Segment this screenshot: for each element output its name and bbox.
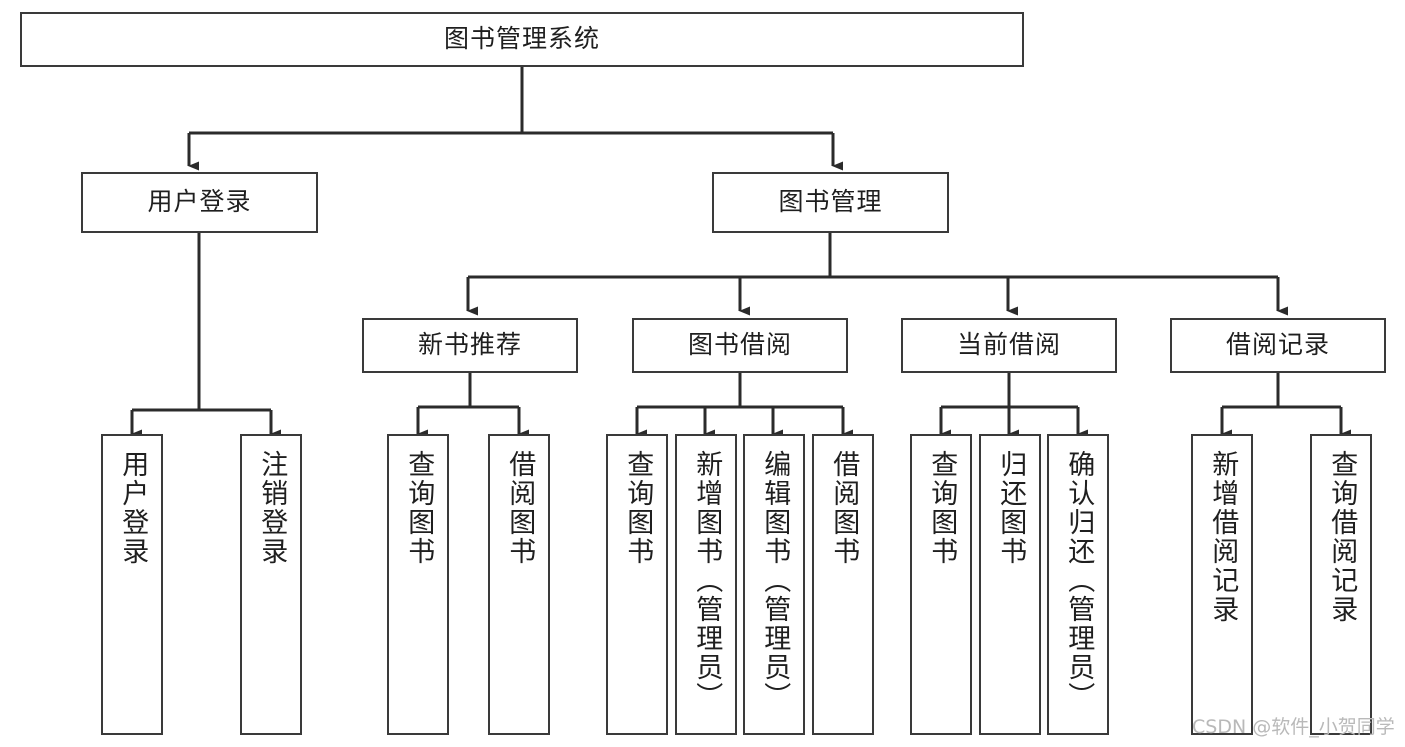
node-label: 新书推荐 [417, 330, 522, 360]
node-label: 当前借阅 [956, 330, 1061, 360]
node-leaf-add-book[interactable]: 新增图书（管理员） [675, 434, 737, 735]
node-label: 借阅图书 [504, 450, 536, 566]
node-label: 新增借阅记录 [1207, 450, 1239, 624]
node-leaf-query-book-1[interactable]: 查询图书 [387, 434, 449, 735]
node-leaf-borrow-book-2[interactable]: 借阅图书 [812, 434, 874, 735]
node-label: 图书管理系统 [443, 24, 600, 54]
node-label: 归还图书 [995, 450, 1027, 566]
node-leaf-query-borrow-record[interactable]: 查询借阅记录 [1310, 434, 1372, 735]
node-leaf-confirm-return[interactable]: 确认归还（管理员） [1047, 434, 1109, 735]
node-label: 查询借阅记录 [1326, 450, 1358, 624]
watermark-csdn: CSDN @软件_小贺同学 [1192, 716, 1395, 738]
node-borrow-record[interactable]: 借阅记录 [1170, 318, 1386, 373]
node-leaf-logout-login[interactable]: 注销登录 [240, 434, 302, 735]
node-user-login[interactable]: 用户登录 [81, 172, 318, 233]
node-label: 查询图书 [926, 450, 958, 566]
node-leaf-query-book-2[interactable]: 查询图书 [606, 434, 668, 735]
node-leaf-borrow-book-1[interactable]: 借阅图书 [488, 434, 550, 735]
node-label: 查询图书 [622, 450, 654, 566]
node-label: 用户登录 [117, 450, 149, 566]
node-label: 借阅图书 [828, 450, 860, 566]
node-leaf-query-book-3[interactable]: 查询图书 [910, 434, 972, 735]
node-label: 用户登录 [147, 187, 252, 217]
node-leaf-user-login[interactable]: 用户登录 [101, 434, 163, 735]
node-book-borrow[interactable]: 图书借阅 [632, 318, 848, 373]
node-label: 借阅记录 [1225, 330, 1330, 360]
node-leaf-return-book[interactable]: 归还图书 [979, 434, 1041, 735]
node-label: 图书借阅 [687, 330, 792, 360]
node-book-management[interactable]: 图书管理 [712, 172, 949, 233]
node-label: 图书管理 [778, 187, 883, 217]
node-leaf-add-borrow-record[interactable]: 新增借阅记录 [1191, 434, 1253, 735]
node-label: 注销登录 [256, 450, 288, 566]
node-leaf-edit-book[interactable]: 编辑图书（管理员） [743, 434, 805, 735]
node-new-book-recommend[interactable]: 新书推荐 [362, 318, 578, 373]
node-label: 编辑图书（管理员） [759, 450, 791, 711]
node-current-borrow[interactable]: 当前借阅 [901, 318, 1117, 373]
node-root-system[interactable]: 图书管理系统 [20, 12, 1024, 67]
node-label: 查询图书 [403, 450, 435, 566]
node-label: 新增图书（管理员） [691, 450, 723, 711]
node-label: 确认归还（管理员） [1063, 450, 1095, 711]
